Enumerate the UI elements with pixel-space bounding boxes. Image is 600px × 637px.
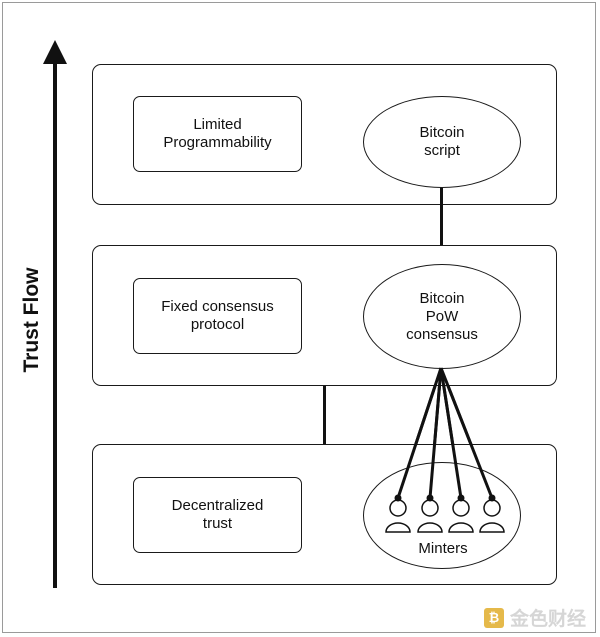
ellipse-bitcoin-pow-consensus: Bitcoin PoW consensus <box>363 264 521 369</box>
connector-consensus-to-trust <box>323 386 326 444</box>
person-icon <box>448 499 474 533</box>
minter-dots <box>394 494 496 502</box>
label-fixed-consensus-protocol: Fixed consensus protocol <box>133 278 302 354</box>
person-icon <box>479 499 505 533</box>
label-decentralized-trust: Decentralized trust <box>133 477 302 553</box>
person-icon <box>385 499 411 533</box>
ellipse-bitcoin-script: Bitcoin script <box>363 96 521 188</box>
watermark: ₿ 金色财经 <box>483 604 586 631</box>
person-icon <box>417 499 443 533</box>
minters-label: Minters <box>418 540 468 557</box>
trust-flow-arrow-head <box>43 40 67 64</box>
watermark-text: 金色财经 <box>509 609 586 630</box>
minter-connection-lines-overlay <box>396 367 494 499</box>
label-limited-programmability: Limited Programmability <box>133 96 302 172</box>
connector-script-to-pow <box>440 186 443 264</box>
watermark-logo-icon: ₿ <box>483 607 504 628</box>
